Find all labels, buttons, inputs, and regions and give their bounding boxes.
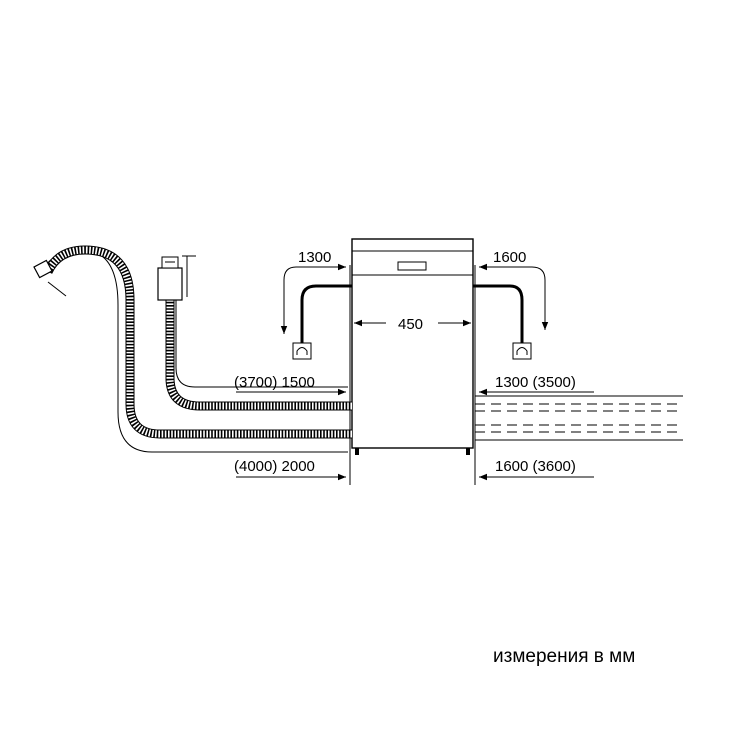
label-top-right: 1600 [493, 249, 526, 266]
right-top-dimension [479, 263, 549, 330]
label-low-left: (4000) 2000 [234, 458, 315, 475]
right-hose-extension [475, 395, 683, 441]
drain-hose-connector [33, 259, 67, 297]
label-mid-right: 1300 (3500) [495, 374, 576, 391]
right-tap-icon [512, 342, 532, 360]
inlet-hose-outline [175, 265, 348, 388]
label-width: 450 [398, 316, 423, 333]
dishwasher-body [351, 238, 474, 455]
units-caption: измерения в мм [493, 646, 636, 667]
left-tap-icon [292, 342, 312, 360]
drain-hose [43, 245, 352, 439]
left-connection-pipe [300, 284, 352, 343]
label-low-right: 1600 (3600) [495, 458, 576, 475]
aquastop-valve [157, 255, 196, 301]
label-mid-left: (3700) 1500 [234, 374, 315, 391]
left-top-dimension [280, 263, 346, 334]
inlet-hose [165, 300, 352, 411]
label-top-left: 1300 [298, 249, 331, 266]
right-connection-pipe [473, 284, 524, 343]
